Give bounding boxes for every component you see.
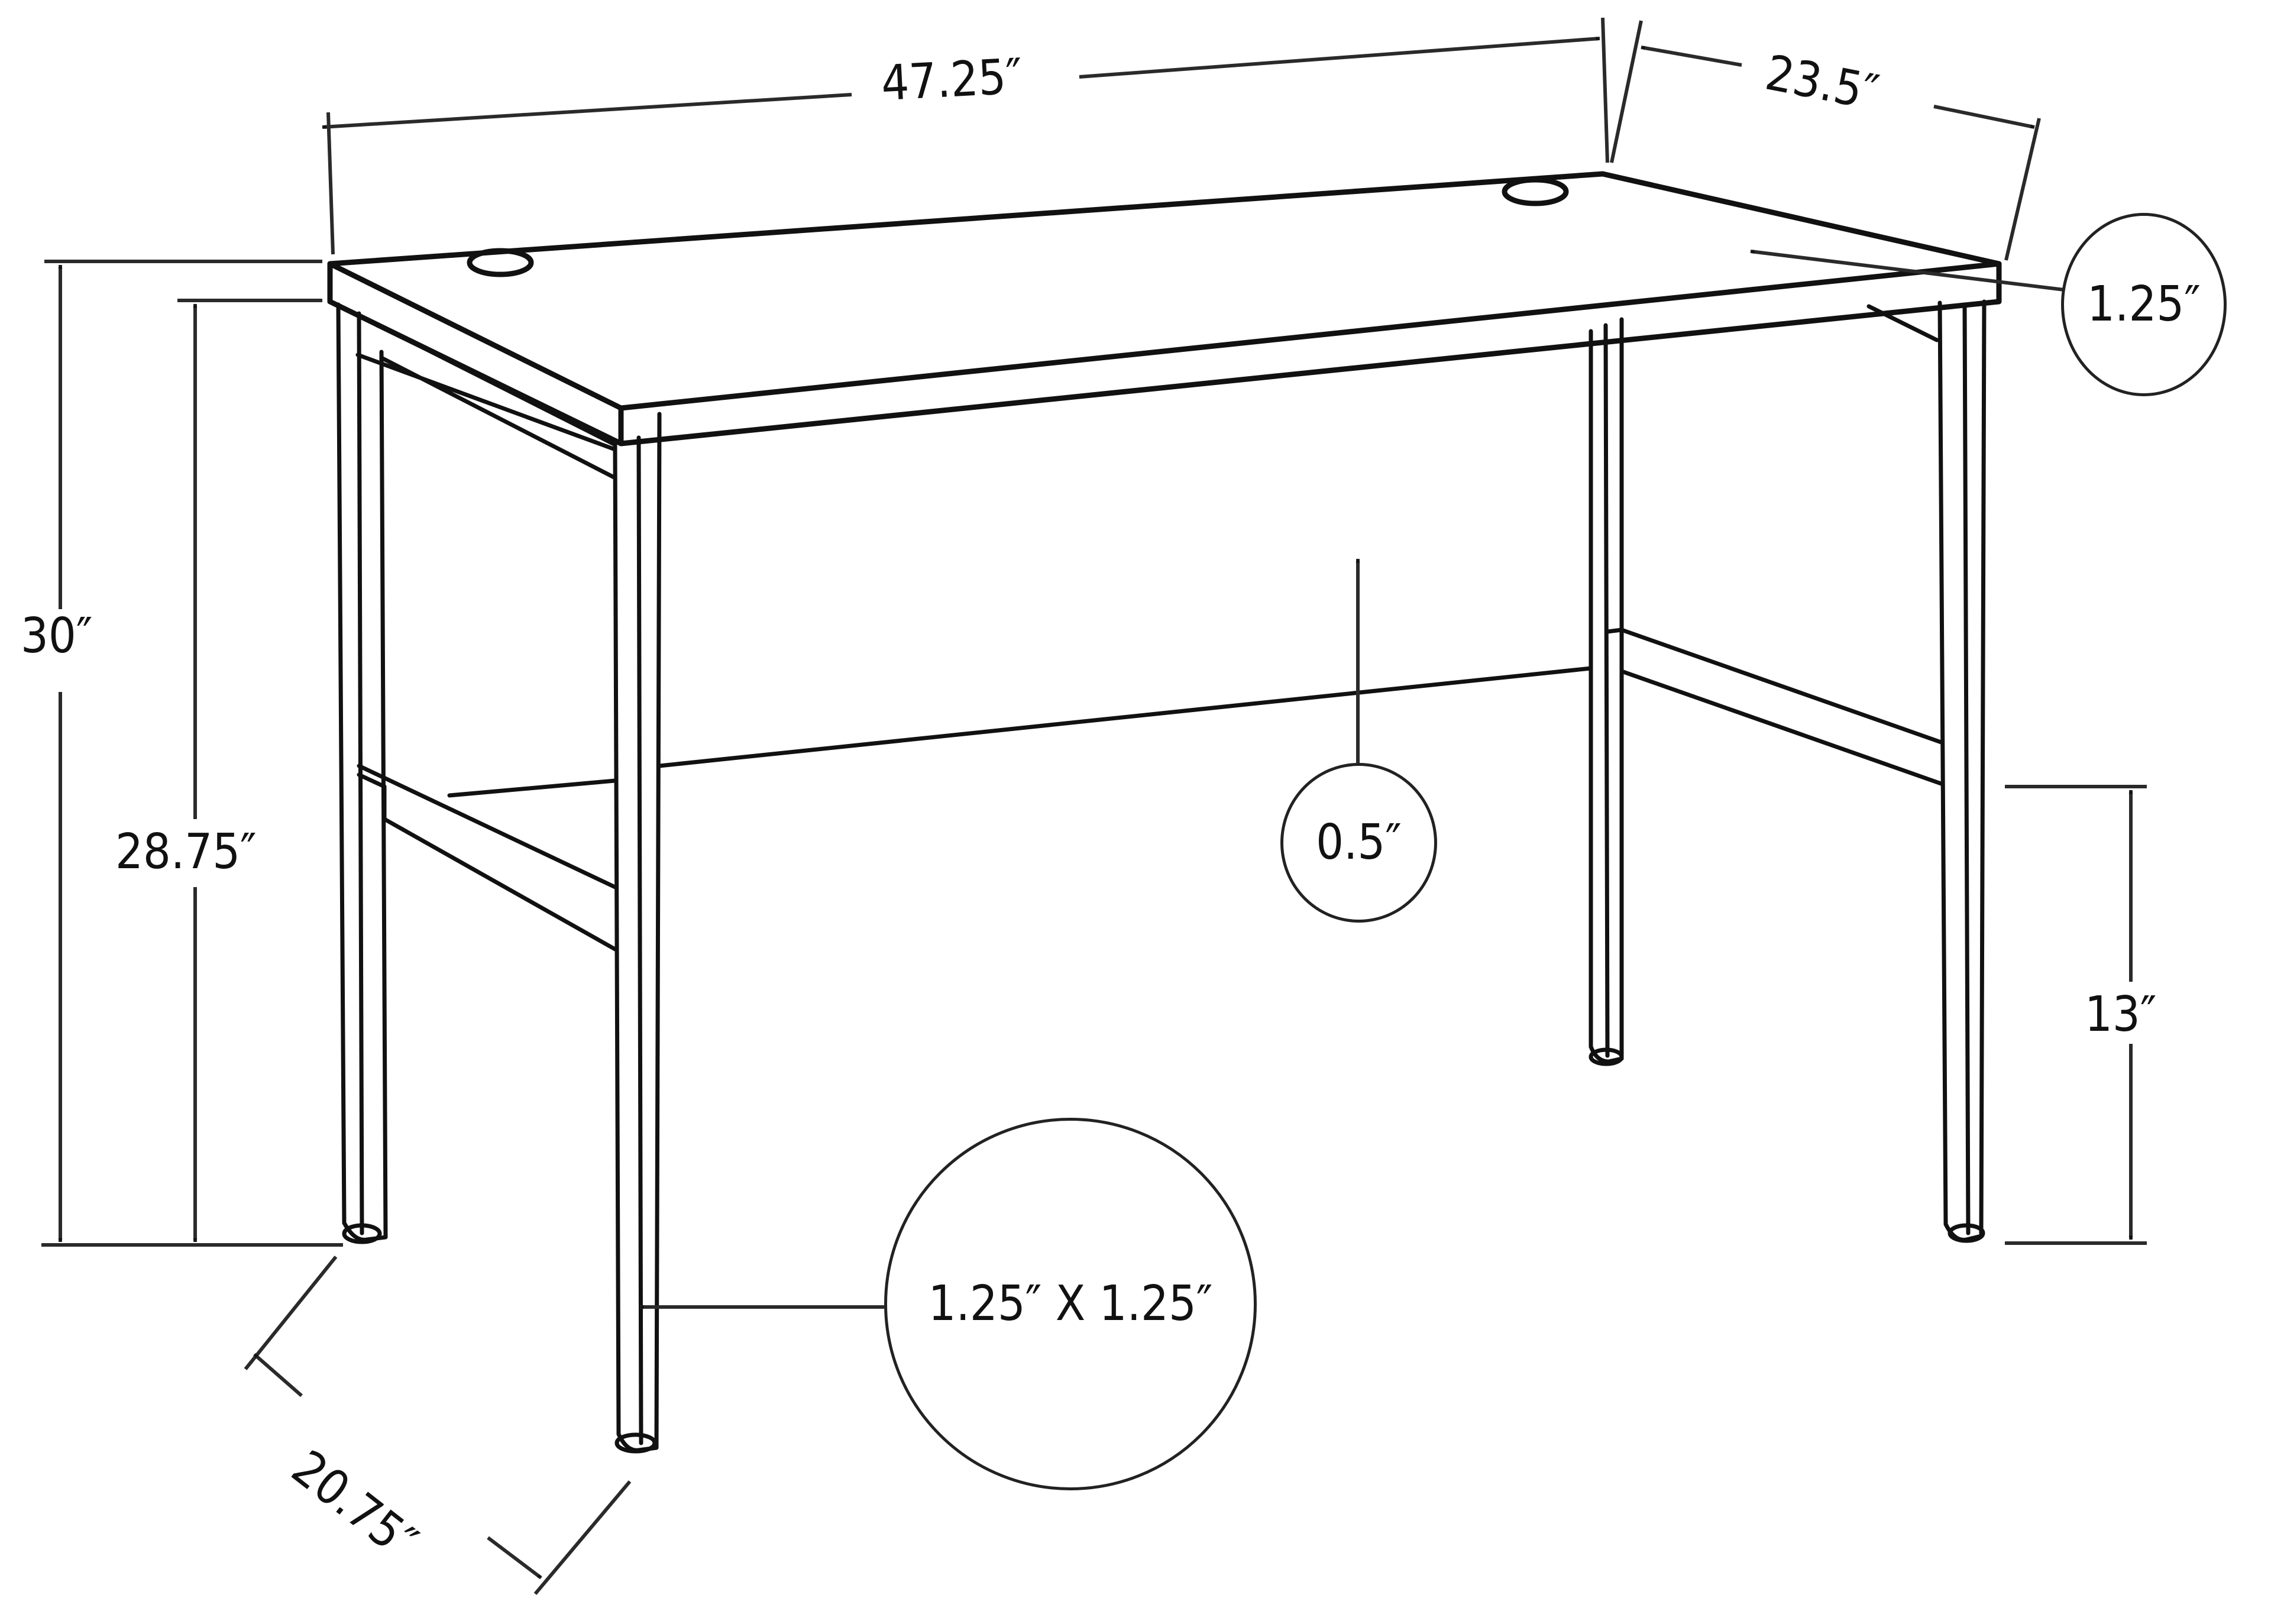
right-frame	[1589, 299, 1987, 1243]
label-leg-size: 1.25″ X 1.25″	[928, 1276, 1213, 1332]
back-panel-edge	[657, 666, 1593, 768]
leg-foot	[1948, 1223, 1985, 1243]
label-overall-width: 47.25″	[879, 48, 1024, 112]
dimension-stretcher-height	[2005, 785, 2147, 1245]
dimension-under-top-height	[177, 299, 322, 1243]
desk-top	[327, 171, 2002, 447]
dimension-overall-height	[41, 260, 343, 1247]
label-overall-height: 30″	[21, 608, 93, 664]
grommet-left	[467, 248, 534, 277]
callout-top-thickness: 1.25″	[2061, 213, 2227, 396]
leg-foot	[1589, 1047, 1624, 1066]
back-panel-edge-left	[447, 778, 617, 798]
label-top-thickness: 1.25″	[2087, 276, 2201, 332]
leader-top-thickness	[1750, 250, 2065, 292]
leg-foot	[614, 1432, 657, 1454]
dimension-width	[322, 17, 1609, 255]
leg-foot	[342, 1223, 382, 1244]
callout-panel-thickness: 0.5″	[1280, 763, 1437, 923]
dimension-leg-span	[244, 1256, 632, 1595]
callout-leg-size: 1.25″ X 1.25″	[884, 1118, 1257, 1490]
label-under-top-height: 28.75″	[115, 824, 257, 880]
label-stretcher-height: 13″	[2085, 986, 2157, 1043]
dimension-depth	[1610, 20, 2041, 261]
label-panel-thickness: 0.5″	[1316, 814, 1402, 871]
left-frame	[336, 302, 662, 1454]
grommet-right	[1502, 177, 1569, 206]
